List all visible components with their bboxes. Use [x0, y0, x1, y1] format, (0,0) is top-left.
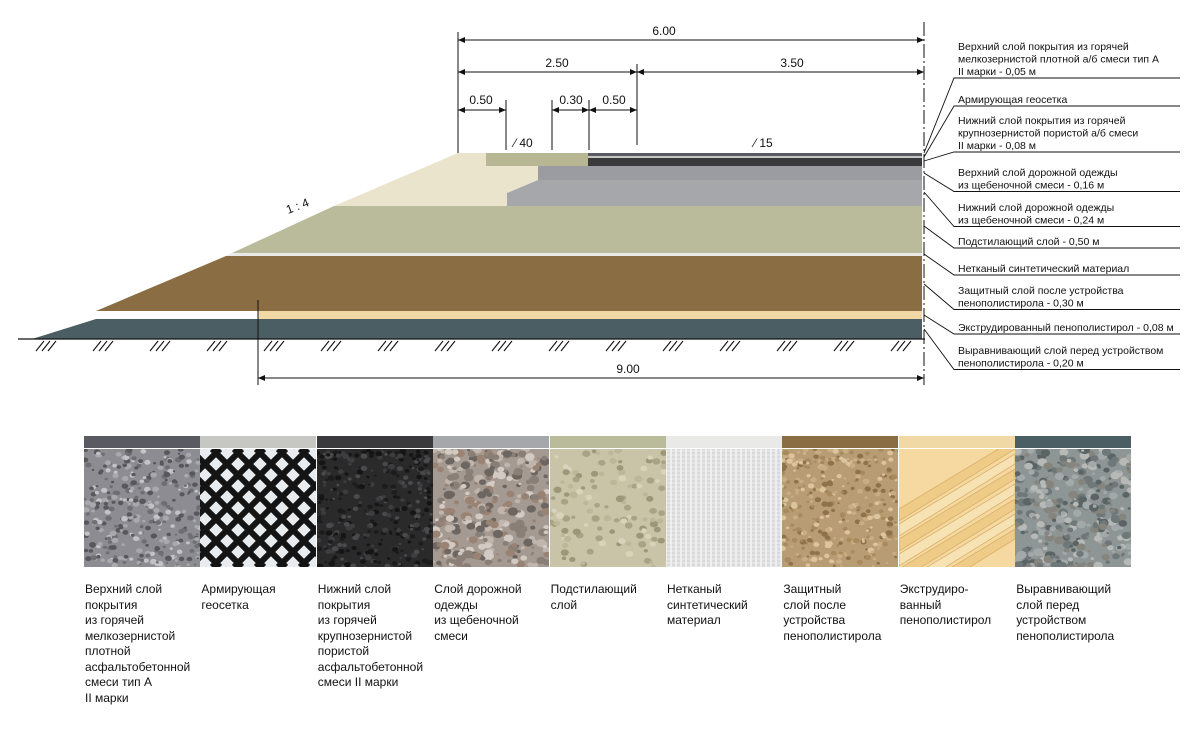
- callout-leader: [923, 328, 1180, 370]
- layer-sublayer: [232, 206, 922, 253]
- material-item: Нижний слой покрытия из горячей крупнозе…: [316, 436, 433, 691]
- callout-leader: [923, 283, 1180, 310]
- layer-protective: [96, 256, 922, 311]
- extension-lines: [457, 32, 638, 153]
- callout-leader: [923, 105, 1180, 158]
- dim-base-label: 9.00: [616, 362, 640, 376]
- callout-label: II марки - 0,08 м: [958, 140, 1036, 152]
- material-color-bar: [433, 436, 550, 448]
- callout-leader: [923, 191, 1180, 227]
- ground-hatches: [35, 340, 912, 352]
- material-color-bar: [782, 436, 899, 448]
- material-color-bar: [898, 436, 1015, 448]
- material-item: Подстилающий слой: [549, 436, 666, 613]
- layer-leveling: [32, 319, 922, 339]
- layer-geotextile: [226, 253, 922, 256]
- callout-label: Армирующая геосетка: [958, 94, 1068, 106]
- callout-label: Выравнивающий слой перед устройством: [958, 345, 1163, 357]
- material-caption: Выравнивающий слой перед устройством пен…: [1016, 582, 1115, 643]
- dim-d1-label: 0.50: [469, 93, 493, 107]
- callout-label: Верхний слой дорожной одежды: [958, 167, 1118, 179]
- callout-label: пенополистирола - 0,30 м: [958, 298, 1084, 310]
- sand-layer-photo-icon: [549, 449, 666, 567]
- material-color-bar: [316, 436, 433, 448]
- layer-lower-asphalt: [588, 158, 922, 166]
- material-color-bar: [666, 436, 782, 448]
- callout-label: пенополистирола - 0,20 м: [958, 358, 1084, 370]
- material-caption: Нижний слой покрытия из горячей крупнозе…: [317, 582, 424, 689]
- callout-label: мелкозернистой плотной а/б смеси тип А: [958, 54, 1159, 66]
- material-item: Выравнивающий слой перед устройством пен…: [1015, 436, 1132, 644]
- callout-label: из щебеночной смеси - 0,24 м: [958, 215, 1104, 227]
- material-item: Экструдиро- ванный пенополистирол: [898, 436, 1015, 629]
- callout-label: Подстилающий слой - 0,50 м: [958, 236, 1099, 248]
- dim-right-label: 3.50: [780, 56, 804, 70]
- material-color-bar: [200, 436, 317, 448]
- callout-label: крупнозернистой пористой а/б смеси: [958, 128, 1138, 140]
- soil-photo-icon: [782, 449, 899, 567]
- material-item: Нетканый синтетический материал: [666, 436, 782, 629]
- geotextile-photo-icon: [666, 449, 782, 567]
- callout-label: Экструдированный пенополистирол - 0,08 м: [958, 322, 1174, 334]
- callout-label: Нетканый синтетический материал: [958, 263, 1129, 275]
- layer-xps: [258, 311, 922, 319]
- material-item: Армирующая геосетка: [200, 436, 317, 613]
- layer-shoulder: [334, 153, 538, 206]
- material-item: Слой дорожной одежды из щебеночной смеси: [433, 436, 550, 644]
- material-caption: Нетканый синтетический материал: [667, 582, 748, 627]
- callout-leader: [923, 225, 1180, 249]
- road-cross-section-diagram: 6.00 2.50 3.50 0.50 0.30 0.50 9.00 ⁄ 40 …: [18, 22, 1180, 385]
- callout-leader: [923, 172, 1180, 192]
- callout-label: Нижний слой покрытия из горячей: [958, 115, 1126, 127]
- layer-geogrid: [588, 156, 922, 158]
- material-item: Защитный слой после устройства пенополис…: [782, 436, 899, 644]
- material-caption: Верхний слой покрытия из горячей мелкозе…: [85, 582, 191, 705]
- material-caption: Экструдиро- ванный пенополистирол: [899, 582, 992, 627]
- material-color-bar: [84, 436, 200, 448]
- callout-label: Верхний слой покрытия из горячей: [958, 41, 1129, 53]
- geogrid-photo-icon: [200, 449, 317, 567]
- material-color-bar: [1015, 436, 1132, 448]
- material-caption: Подстилающий слой: [550, 582, 637, 612]
- callout-label: Нижний слой дорожной одежды: [958, 202, 1114, 214]
- layer-crushed-lower: [507, 180, 922, 206]
- callout-leader: [923, 314, 1180, 335]
- dim-left-label: 2.50: [545, 56, 569, 70]
- layer-top-asphalt: [588, 153, 922, 156]
- material-caption: Армирующая геосетка: [201, 582, 276, 612]
- material-color-bar: [549, 436, 666, 448]
- callout-label: II марки - 0,05 м: [958, 66, 1036, 78]
- dim-d3-label: 0.50: [602, 93, 626, 107]
- crushed-stone-photo-icon: [433, 449, 550, 567]
- callout-leader: [923, 253, 1180, 276]
- dim-total-label: 6.00: [652, 24, 676, 38]
- material-caption: Защитный слой после устройства пенополис…: [783, 582, 882, 643]
- xps-boards-photo-icon: [898, 449, 1015, 567]
- slope-left-label: ⁄ 40: [511, 136, 533, 150]
- material-item: Верхний слой покрытия из горячей мелкозе…: [84, 436, 200, 706]
- dim-d2-label: 0.30: [559, 93, 583, 107]
- gravel-fine-photo-icon: [84, 449, 200, 567]
- callout-label: Защитный слой после устройства: [958, 285, 1124, 297]
- slope-right-label: ⁄ 15: [751, 136, 773, 150]
- callout-label: из щебеночной смеси - 0,16 м: [958, 180, 1104, 192]
- materials-legend: Верхний слой покрытия из горячей мелкозе…: [84, 436, 1132, 736]
- asphalt-photo-icon: [316, 449, 433, 567]
- material-caption: Слой дорожной одежды из щебеночной смеси: [434, 582, 522, 643]
- callout-leader: [923, 77, 1180, 154]
- embankment-slope-label: 1 : 4: [284, 195, 311, 217]
- leveling-gravel-photo-icon: [1015, 449, 1132, 567]
- layer-crushed-upper: [538, 166, 922, 180]
- callout-leader: [923, 151, 1180, 162]
- layer-shoulder-upper: [486, 153, 588, 166]
- callout-group: Верхний слой покрытия из горячеймелкозер…: [923, 41, 1180, 370]
